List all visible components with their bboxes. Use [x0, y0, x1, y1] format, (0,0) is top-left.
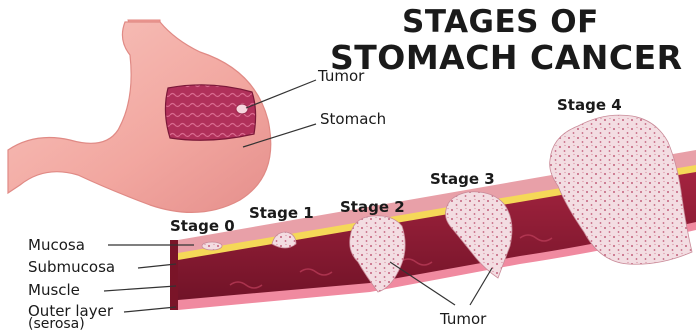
label-tumor-stomach: Tumor: [318, 67, 364, 85]
label-submucosa: Submucosa: [28, 258, 115, 276]
stomach-tumor-spot: [236, 104, 248, 114]
label-stage-4: Stage 4: [557, 96, 622, 114]
stomach-illustration: [8, 20, 316, 212]
muscle-pointer-line: [104, 286, 176, 291]
title-line-1: STAGES OF: [402, 4, 599, 40]
serosa-pointer-line: [124, 307, 176, 312]
title-line-2: STOMACH CANCER: [330, 38, 683, 77]
tumor-stage-0: [202, 242, 222, 250]
label-mucosa: Mucosa: [28, 236, 85, 254]
label-stage-1: Stage 1: [249, 204, 314, 222]
tumor-pointer-right: [470, 268, 492, 305]
wall-cut-face: [170, 240, 178, 310]
label-stage-2: Stage 2: [340, 198, 405, 216]
label-muscle: Muscle: [28, 281, 80, 299]
label-stage-3: Stage 3: [430, 170, 495, 188]
label-serosa: (serosa): [28, 316, 85, 332]
label-stage-0: Stage 0: [170, 217, 235, 235]
label-tumor-bottom: Tumor: [440, 310, 486, 328]
label-stomach: Stomach: [320, 110, 386, 128]
